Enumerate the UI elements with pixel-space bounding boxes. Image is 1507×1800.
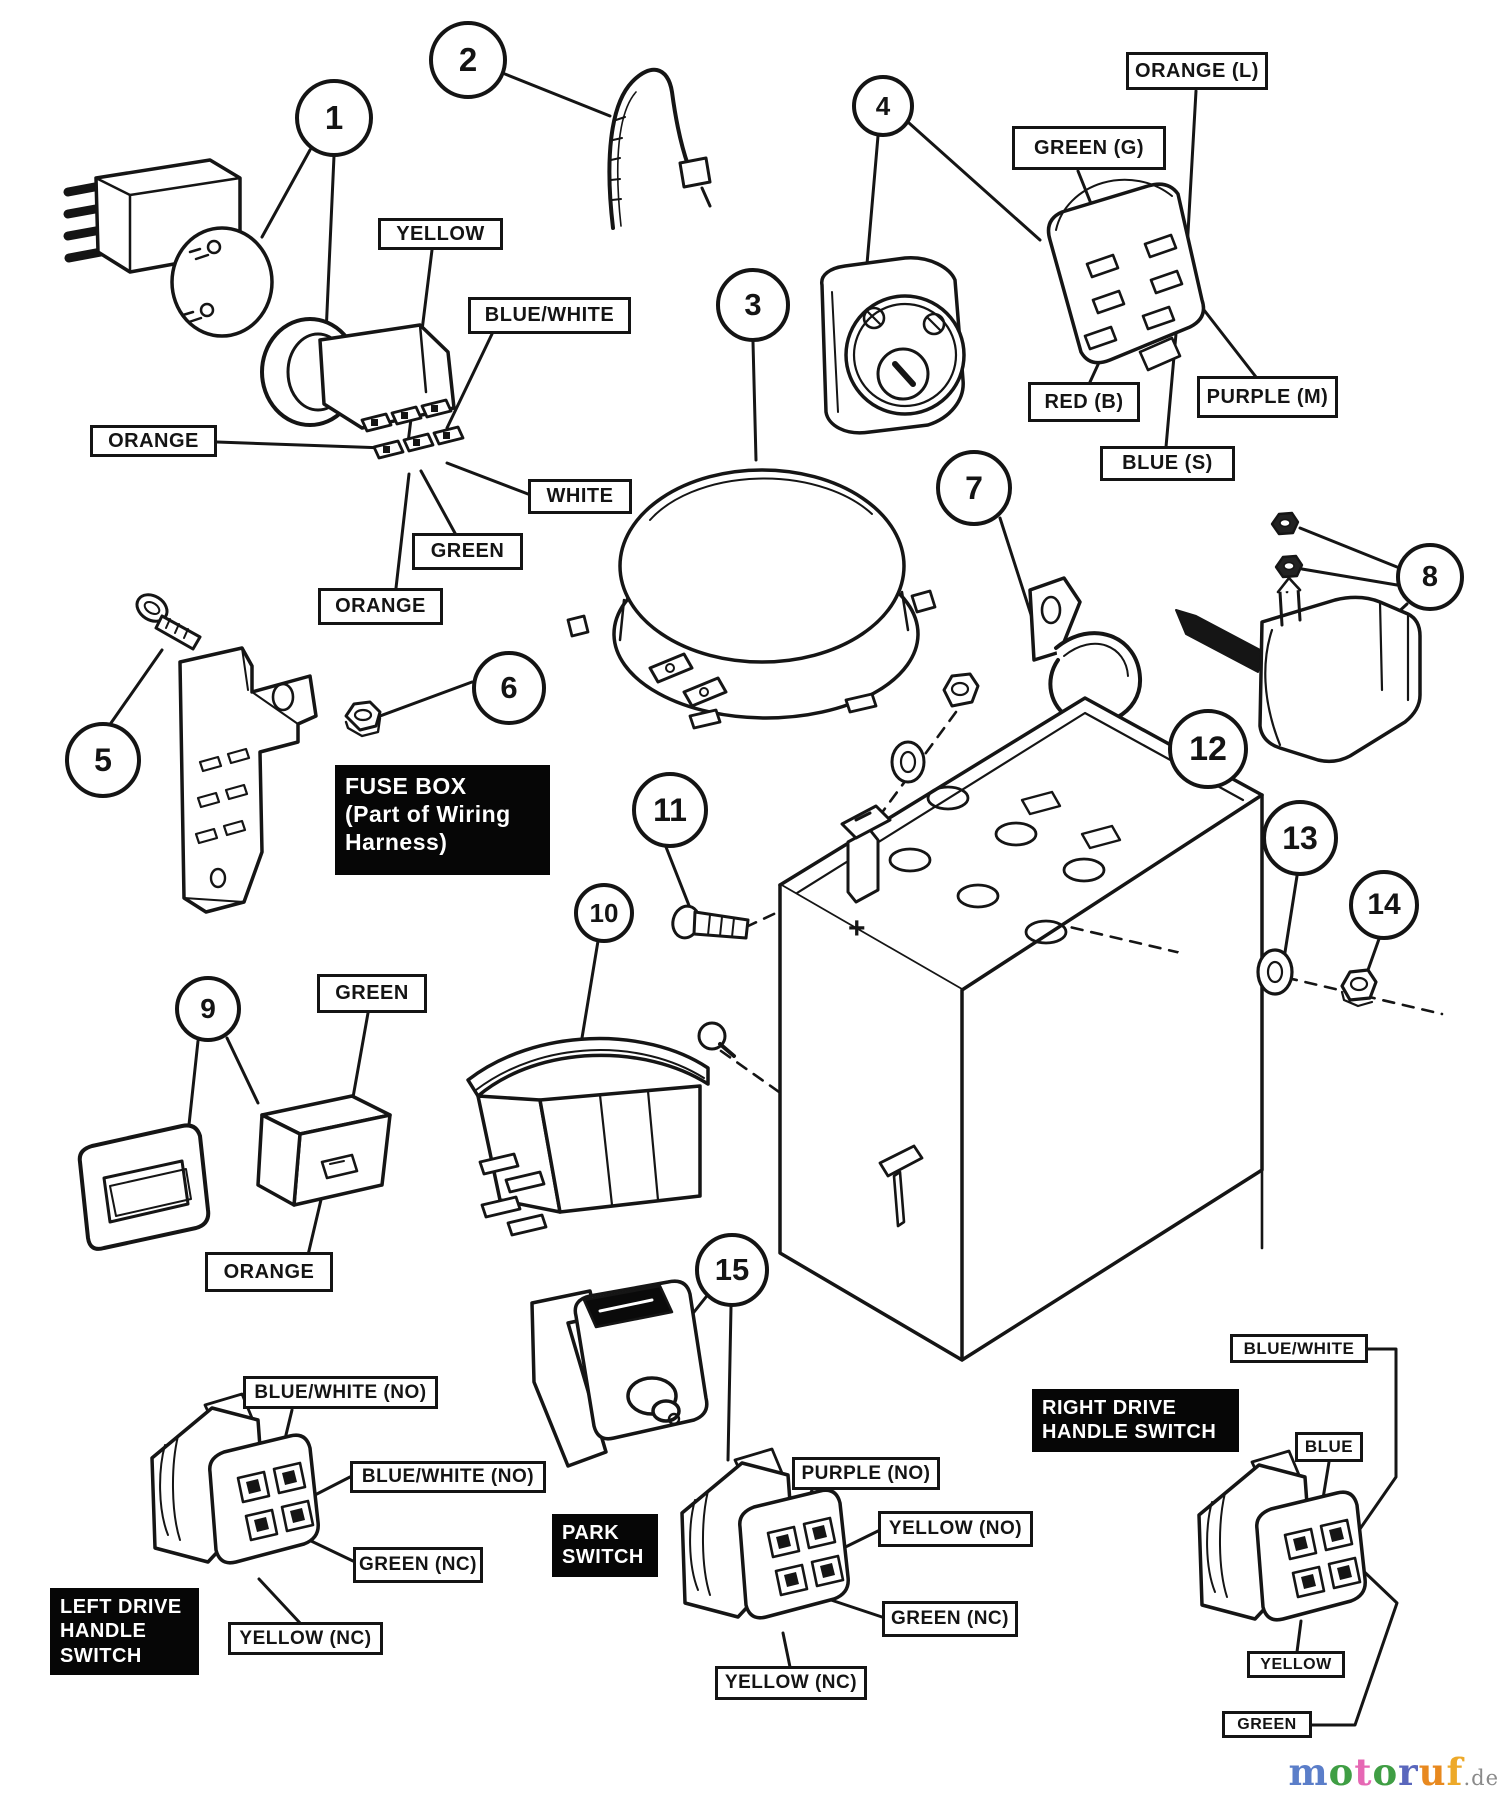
watermark-letter: o: [1372, 1750, 1399, 1794]
callout-1: 1: [295, 79, 373, 157]
wire-label-orange-2: ORANGE: [318, 588, 443, 625]
callout-15: 15: [695, 1233, 769, 1307]
wire-label-orange-l: ORANGE (L): [1126, 52, 1268, 90]
callout-8: 8: [1396, 543, 1464, 611]
callout-13: 13: [1262, 800, 1338, 876]
part-label-line: SWITCH: [562, 1546, 644, 1569]
watermark-letter: m: [1288, 1750, 1329, 1794]
part-label-line: (Part of Wiring: [345, 801, 511, 828]
park-switch-component: [530, 1279, 709, 1468]
callout-6: 6: [472, 651, 546, 725]
terminal-hardware: [671, 672, 980, 1058]
callout-11: 11: [632, 772, 708, 848]
part-label-line: LEFT DRIVE: [60, 1596, 182, 1618]
wire-label-green-3: GREEN: [1222, 1711, 1312, 1738]
wire-label-purple-m: PURPLE (M): [1197, 376, 1338, 418]
watermark-suffix: .de: [1463, 1766, 1499, 1790]
solenoid: [1175, 511, 1422, 764]
watermark-letter: u: [1418, 1750, 1447, 1794]
callout-12: 12: [1168, 709, 1248, 789]
battery: +: [778, 696, 1264, 1362]
meter-bezel: [77, 1123, 211, 1251]
part-label-line: PARK: [562, 1522, 620, 1544]
cable-clamp: [1028, 576, 1143, 726]
bolt-5: [135, 593, 202, 651]
cable-tie: [607, 67, 712, 230]
watermark-letter: f: [1446, 1750, 1464, 1794]
washer-and-nut: [1256, 948, 1378, 1008]
callout-7: 7: [936, 450, 1012, 526]
dome-lamp-assembly: [566, 468, 937, 730]
wire-label-purple-no: PURPLE (NO): [792, 1457, 940, 1490]
part-label-line: HANDLE: [60, 1620, 147, 1643]
watermark-word: motoruf: [1289, 1750, 1464, 1794]
wire-label-yellow-nc-1: YELLOW (NC): [228, 1622, 383, 1655]
wire-label-blue-white-1: BLUE/WHITE: [468, 297, 631, 334]
callout-4: 4: [852, 75, 914, 137]
wire-label-green-nc-1: GREEN (NC): [353, 1547, 483, 1583]
wire-label-yellow-1: YELLOW: [378, 218, 503, 250]
wire-label-white-1: WHITE: [528, 479, 632, 514]
fuse-box-bracket: [178, 646, 318, 914]
watermark: motoruf.de: [1289, 1750, 1500, 1794]
park-switch-connector: [680, 1447, 850, 1620]
wire-label-blue-white-no-1: BLUE/WHITE (NO): [243, 1376, 438, 1409]
callout-5: 5: [65, 722, 141, 798]
ignition-switch-rear: [260, 317, 465, 460]
watermark-letter: o: [1328, 1750, 1355, 1794]
callout-10: 10: [574, 883, 634, 943]
watermark-letter: r: [1398, 1750, 1419, 1794]
watermark-letter: t: [1354, 1750, 1373, 1794]
wire-label-green-g: GREEN (G): [1012, 126, 1166, 170]
ignition-switch: [63, 158, 274, 338]
callout-2: 2: [429, 21, 507, 99]
left-handle-switch-connector: [150, 1392, 320, 1565]
module-connector: [1046, 178, 1206, 372]
wire-label-green-1: GREEN: [412, 533, 523, 570]
right-handle-switch-connector: [1197, 1449, 1367, 1622]
wire-label-blue-1: BLUE: [1295, 1432, 1363, 1462]
nut-6: [344, 700, 382, 738]
wire-label-blue-white-no-2: BLUE/WHITE (NO): [350, 1461, 546, 1493]
wire-label-blue-s: BLUE (S): [1100, 446, 1235, 481]
callout-9: 9: [175, 976, 241, 1042]
relay-module: [466, 1036, 710, 1237]
wire-label-blue-white-2: BLUE/WHITE: [1230, 1334, 1368, 1363]
wire-label-orange-1: ORANGE: [90, 425, 217, 457]
part-label-line: SWITCH: [60, 1644, 142, 1667]
callout-3: 3: [716, 268, 790, 342]
wire-label-orange-3: ORANGE: [205, 1252, 333, 1292]
ignition-module: [820, 256, 966, 435]
wire-label-red-b: RED (B): [1028, 382, 1140, 422]
part-label-line: Harness): [345, 829, 448, 856]
part-label-line: HANDLE SWITCH: [1042, 1421, 1217, 1444]
wire-label-yellow-no: YELLOW (NO): [878, 1511, 1033, 1547]
wire-label-green-2: GREEN: [317, 974, 427, 1013]
part-label-line: FUSE BOX: [345, 773, 467, 799]
wire-label-yellow-2: YELLOW: [1247, 1651, 1345, 1678]
svg-text:+: +: [848, 912, 866, 945]
hour-meter: [256, 1094, 392, 1207]
wire-label-green-nc-2: GREEN (NC): [882, 1601, 1018, 1637]
callout-14: 14: [1349, 870, 1419, 940]
part-label-line: RIGHT DRIVE: [1042, 1397, 1177, 1419]
wire-label-yellow-nc-2: YELLOW (NC): [715, 1666, 867, 1700]
